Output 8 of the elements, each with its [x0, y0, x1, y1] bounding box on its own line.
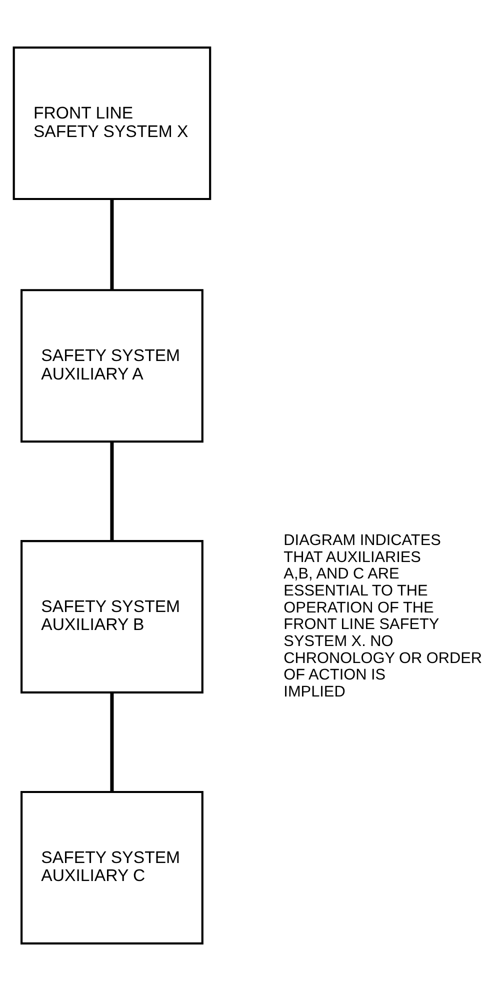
connector: [110, 441, 114, 540]
node-box: SAFETY SYSTEM AUXILIARY B: [20, 540, 204, 694]
connector: [110, 692, 114, 792]
connector: [110, 198, 114, 290]
node-box: SAFETY SYSTEM AUXILIARY A: [20, 288, 204, 442]
node-box: SAFETY SYSTEM AUXILIARY C: [20, 790, 204, 944]
node-box: FRONT LINE SAFETY SYSTEM X: [12, 46, 212, 200]
label: DIAGRAM INDICATES THAT AUXILIARIES A,B, AND C ARE ESSENTIAL TO THE OPERATION OF THE FRONT LINE SAFETY SYSTEM X. NO CHRONOLOGY OR ORDER OF ACTION IS IMPLIED: [284, 531, 482, 700]
